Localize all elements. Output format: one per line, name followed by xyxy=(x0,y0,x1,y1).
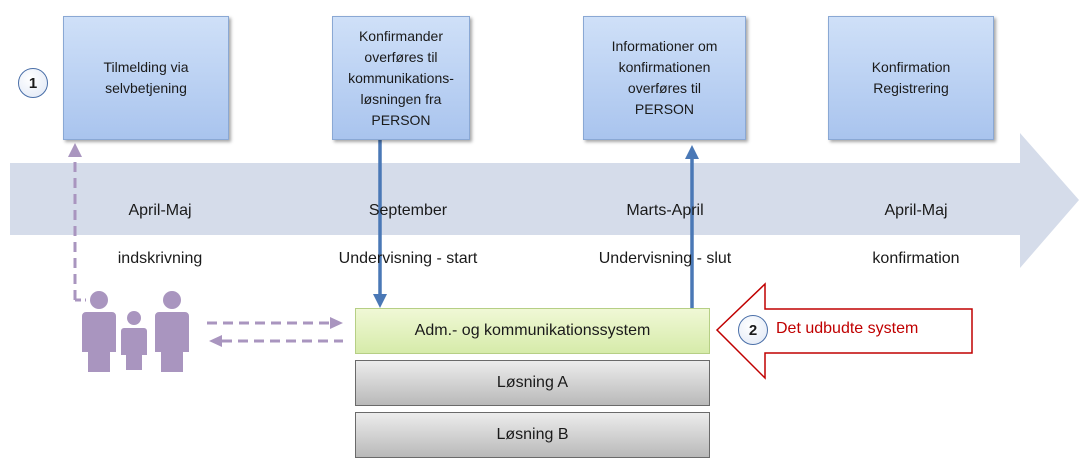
period-undervisning-start: September Undervisning - start xyxy=(318,175,498,295)
box-registrering: Konfirmation Registrering xyxy=(828,16,994,140)
period-indskrivning-line1: April-Maj xyxy=(128,202,192,219)
period-undervisning-slut-line2: Undervisning - slut xyxy=(598,250,732,267)
dashed-left-arrowhead xyxy=(209,335,222,347)
people-icon xyxy=(82,291,189,372)
period-indskrivning-line2: indskrivning xyxy=(117,250,203,267)
box-konfirmander-text: Konfirmander overføres til kommunikation… xyxy=(348,27,454,128)
callout-arrow xyxy=(715,282,973,380)
dashed-right-arrowhead xyxy=(330,317,343,329)
box-konfirmander: Konfirmander overføres til kommunikation… xyxy=(332,16,470,140)
callout-text: Det udbudte system xyxy=(776,320,919,337)
solution-b-box: Løsning B xyxy=(355,412,710,458)
system-main-box: Adm.- og kommunikationssystem xyxy=(355,308,710,354)
blue-down-arrowhead xyxy=(373,294,387,308)
period-undervisning-start-line2: Undervisning - start xyxy=(338,250,478,267)
dashed-up-arrowhead xyxy=(68,143,82,157)
period-konfirmation-line1: April-Maj xyxy=(884,202,948,219)
period-konfirmation-line2: konfirmation xyxy=(872,250,960,267)
box-informationer: Informationer om konfirmationen overføre… xyxy=(583,16,746,140)
period-konfirmation: April-Maj konfirmation xyxy=(826,175,1006,295)
box-registrering-text: Konfirmation Registrering xyxy=(871,59,951,96)
period-undervisning-start-line1: September xyxy=(368,202,448,219)
period-undervisning-slut-line1: Marts-April xyxy=(626,202,704,219)
blue-up-arrowhead xyxy=(685,145,699,159)
period-undervisning-slut: Marts-April Undervisning - slut xyxy=(575,175,755,295)
period-indskrivning: April-Maj indskrivning xyxy=(70,175,250,295)
step-1-badge: 1 xyxy=(18,68,48,98)
box-tilmelding: Tilmelding via selvbetjening xyxy=(63,16,229,140)
box-informationer-text: Informationer om konfirmationen overføre… xyxy=(611,38,718,117)
timeline-arrow xyxy=(10,133,1079,268)
step-2-badge: 2 xyxy=(738,315,768,345)
solution-a-box: Løsning A xyxy=(355,360,710,406)
box-tilmelding-text: Tilmelding via selvbetjening xyxy=(103,59,189,96)
